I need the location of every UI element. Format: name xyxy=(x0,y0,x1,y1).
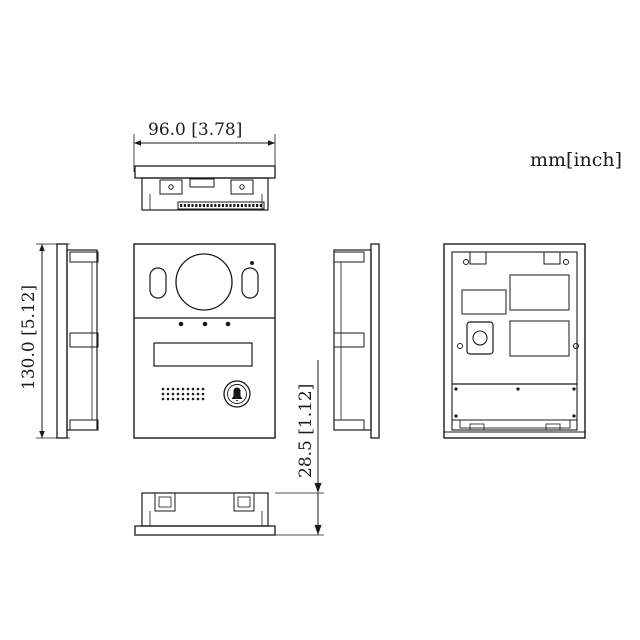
status-led-2 xyxy=(202,321,208,327)
right-clip-top xyxy=(333,251,365,263)
top-clip-right xyxy=(230,179,254,195)
back-outline xyxy=(443,243,586,439)
status-led-1 xyxy=(178,321,184,327)
top-terminal-block xyxy=(177,201,265,210)
back-view xyxy=(443,243,586,439)
right-side-view xyxy=(333,243,380,439)
camera-lens xyxy=(175,253,233,311)
back-hook-right xyxy=(543,251,561,265)
bottom-clip-left xyxy=(154,492,176,512)
back-label-small xyxy=(461,289,507,315)
back-inner-housing xyxy=(451,251,578,431)
left-body xyxy=(66,249,98,431)
bottom-faceplate-edge xyxy=(134,525,276,536)
top-clip-left xyxy=(159,179,183,195)
top-clip-right-hole xyxy=(239,184,245,190)
bottom-clip-right-inner xyxy=(237,496,251,508)
name-plate xyxy=(153,342,253,367)
light-sensor xyxy=(250,261,254,265)
left-clip-top xyxy=(69,251,99,263)
height-dimension-label: 130.0 [5.12] xyxy=(19,285,39,390)
call-button xyxy=(223,380,251,408)
back-screw-mid-right xyxy=(573,343,579,349)
front-view xyxy=(133,243,276,439)
back-bottom-tab-right xyxy=(545,423,561,431)
back-screw-mid-left xyxy=(457,343,463,349)
back-screw-terminal-4 xyxy=(454,414,458,418)
back-bottom-tab-left xyxy=(469,423,485,431)
back-bottom-rail xyxy=(459,419,571,429)
left-clip-middle xyxy=(69,332,99,348)
bottom-clip-left-inner xyxy=(158,496,172,508)
back-screw-terminal-3 xyxy=(572,387,576,391)
width-dimension-label: 96.0 [3.78] xyxy=(148,120,242,140)
top-view: 96.0 [3.78] xyxy=(133,120,276,211)
bell-icon xyxy=(231,387,243,402)
back-screw-terminal-2 xyxy=(516,387,520,391)
tamper-switch-housing xyxy=(466,321,494,355)
top-clip-left-hole xyxy=(168,184,174,190)
back-screw-top-right xyxy=(563,259,569,265)
back-screw-terminal-1 xyxy=(454,387,458,391)
right-clip-bottom xyxy=(333,419,365,431)
left-clip-bottom xyxy=(69,419,99,431)
depth-dimension-label: 28.5 [1.12] xyxy=(296,384,316,478)
bottom-view xyxy=(134,492,276,536)
top-faceplate-edge xyxy=(134,165,276,179)
depth-arrow-top xyxy=(314,483,322,493)
back-hook-left xyxy=(469,251,487,265)
back-terminal-area xyxy=(451,383,578,421)
depth-dimension: 28.5 [1.12] xyxy=(275,360,324,536)
back-label-bottom xyxy=(509,320,570,357)
speaker-grille xyxy=(161,387,205,401)
back-screw-terminal-5 xyxy=(572,414,576,418)
back-screw-top-left xyxy=(463,259,469,265)
bottom-clip-right xyxy=(233,492,255,512)
depth-arrow-bottom xyxy=(314,525,322,535)
back-label-top xyxy=(509,274,570,311)
bottom-body xyxy=(141,492,269,527)
ir-light-right xyxy=(241,267,259,299)
right-clip-middle xyxy=(333,332,365,348)
ir-light-left xyxy=(149,267,167,299)
status-led-3 xyxy=(225,321,231,327)
front-outline xyxy=(133,243,276,439)
top-body xyxy=(141,177,269,211)
right-body xyxy=(333,249,372,431)
tamper-switch xyxy=(472,330,488,346)
units-label: mm[inch] xyxy=(530,149,622,171)
right-faceplate-edge xyxy=(370,243,380,439)
call-button-ring xyxy=(227,384,247,404)
left-faceplate-edge xyxy=(56,243,68,439)
left-side-view: 130.0 [5.12] xyxy=(19,243,99,439)
top-center-tab xyxy=(189,178,215,188)
